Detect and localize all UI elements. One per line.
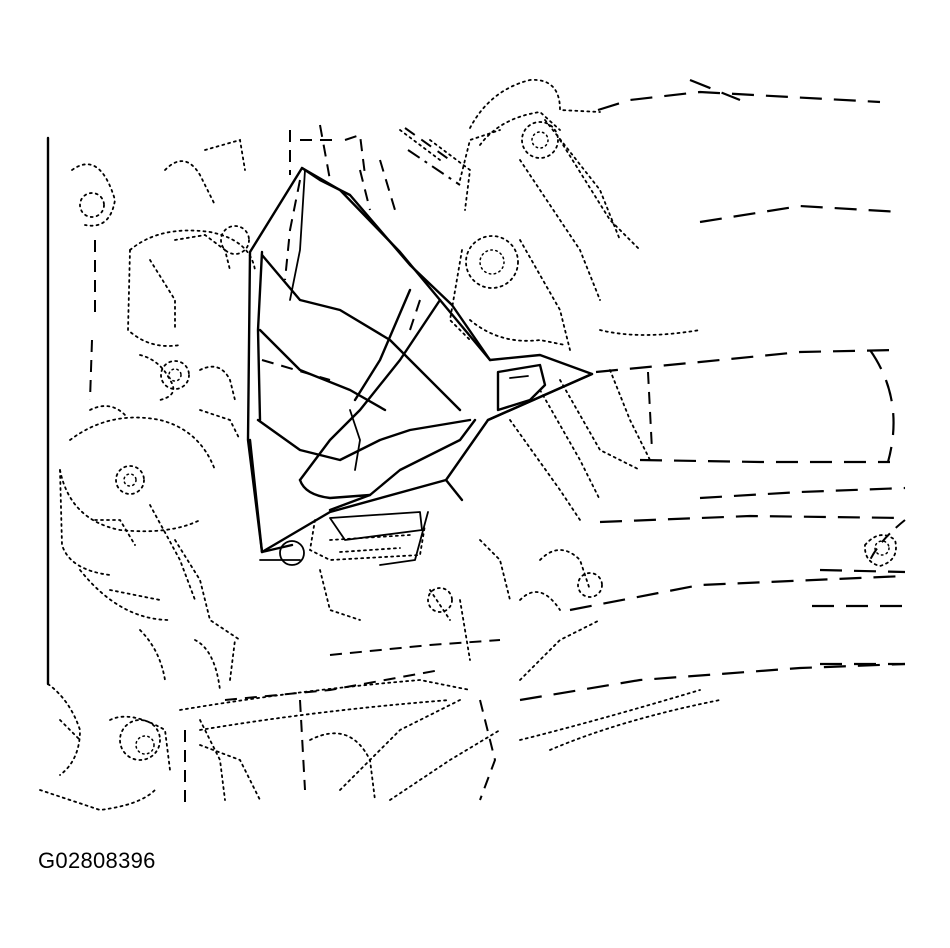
- right-dashed-outline: [519, 78, 906, 702]
- upper-left-mount-outline: [71, 138, 256, 441]
- lower-bracket: [309, 511, 429, 621]
- upper-hose-outline: [399, 79, 641, 351]
- mounting-bolt: [259, 540, 305, 566]
- figure-id-label: G02808396: [38, 848, 156, 873]
- top-center-brackets: [289, 124, 461, 211]
- right-edge-fitting: [864, 534, 897, 567]
- right-middle-pipes: [427, 329, 701, 661]
- lower-crossmember: [179, 619, 721, 801]
- main-component-hidden-lines: [261, 179, 421, 381]
- lower-left-mount-outline: [39, 683, 226, 811]
- main-component-highlight: [246, 166, 594, 554]
- left-subframe-outline: [59, 405, 241, 691]
